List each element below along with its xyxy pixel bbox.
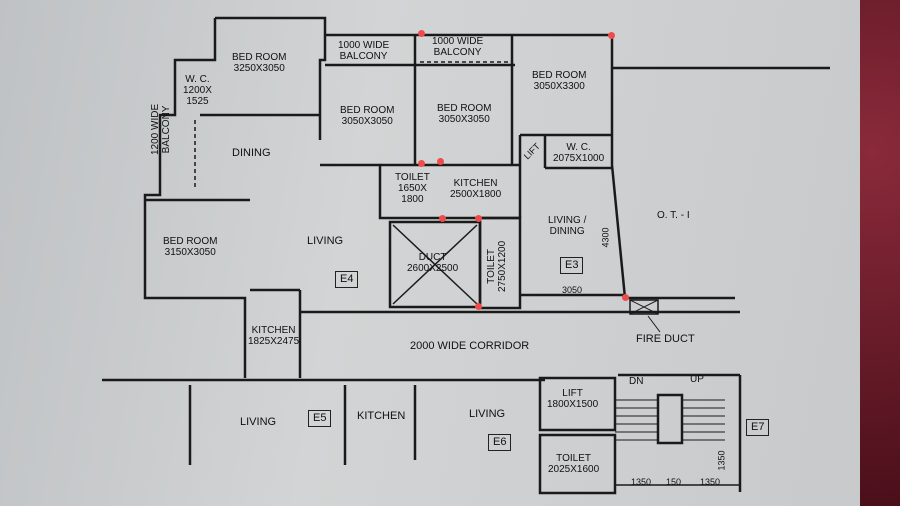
marker-dot[interactable] (417, 29, 425, 37)
marker-dot[interactable] (474, 302, 482, 310)
stair-well (656, 393, 684, 445)
dim-1350-a-label: 1350 (631, 477, 652, 487)
marker-dot[interactable] (474, 214, 482, 222)
duct-cross (392, 224, 478, 305)
wall (215, 16, 327, 140)
living-e4-label: LIVING (307, 235, 344, 247)
marker-dot[interactable] (436, 157, 444, 165)
lift-main-label: LIFT 1800X1500 (547, 388, 599, 410)
wc-left-label: W. C. 1200X 1525 (183, 74, 212, 107)
paper-sheet (0, 0, 878, 506)
lift-box (538, 376, 617, 432)
toilet-bottom-label: TOILET 2025X1600 (548, 453, 600, 475)
toilet-small-label: TOILET 1650X 1800 (395, 172, 430, 205)
unit-tag-e3: E3 (560, 257, 584, 274)
bedroom-mid-b-label: BED ROOM 3050X3050 (437, 103, 492, 125)
bedroom-mid-a-label: BED ROOM 3050X3050 (340, 105, 395, 127)
fire-duct-label: FIRE DUCT (636, 333, 695, 345)
dim-150-label: 150 (666, 477, 682, 487)
dining-label: DINING (232, 147, 271, 159)
unit-tag-e4: E4 (335, 271, 359, 288)
kitchen-e5-label: KITCHEN (357, 410, 406, 422)
bedroom-right-label: BED ROOM 3050X3300 (532, 70, 587, 92)
kitchen-e3-label: KITCHEN 2500X1800 (450, 178, 502, 200)
marker-dot[interactable] (438, 214, 446, 222)
balcony-1000-b-label: 1000 WIDE BALCONY (432, 36, 484, 58)
unit-tag-e5: E5 (308, 410, 332, 427)
marker-dot[interactable] (607, 31, 615, 39)
wc-right-label: W. C. 2075X1000 (553, 142, 605, 164)
wall (610, 35, 735, 300)
toilet-vertical-label: TOILET 2750X1200 (486, 240, 508, 292)
bedroom-left-lower-label: BED ROOM 3150X3050 (163, 236, 218, 258)
living-e6-label: LIVING (469, 408, 506, 420)
duct-label: DUCT 2600X2500 (407, 252, 459, 274)
unit-tag-e7: E7 (746, 419, 770, 436)
wall (143, 18, 247, 378)
wall (320, 163, 520, 220)
background-fabric (860, 0, 900, 506)
marker-dot[interactable] (621, 293, 629, 301)
balcony-1000-a-label: 1000 WIDE BALCONY (338, 40, 390, 62)
dim-3050-label: 3050 (562, 285, 583, 295)
fire-duct-box (629, 299, 659, 315)
toilet-box (478, 216, 522, 310)
toilet-box-bottom (538, 433, 617, 495)
up-label: UP (690, 374, 704, 385)
ot-label: O. T. - I (657, 210, 690, 221)
stair-treads (615, 399, 725, 441)
dim-4300-label: 4300 (600, 227, 611, 248)
unit-tag-e6: E6 (488, 434, 512, 451)
marker-dot[interactable] (417, 159, 425, 167)
living-e5-label: LIVING (240, 416, 277, 428)
bedroom-top-left-label: BED ROOM 3250X3050 (232, 52, 287, 74)
balcony-1200-label: 1200 WIDE BALCONY (150, 103, 172, 155)
dim-1350-v-label: 1350 (716, 450, 727, 471)
dim-1350-b-label: 1350 (700, 477, 721, 487)
dn-label: DN (629, 376, 644, 387)
corridor-label: 2000 WIDE CORRIDOR (410, 340, 530, 352)
living-dining-label: LIVING / DINING (548, 215, 587, 237)
kitchen-e4-label: KITCHEN 1825X2475 (248, 325, 300, 347)
